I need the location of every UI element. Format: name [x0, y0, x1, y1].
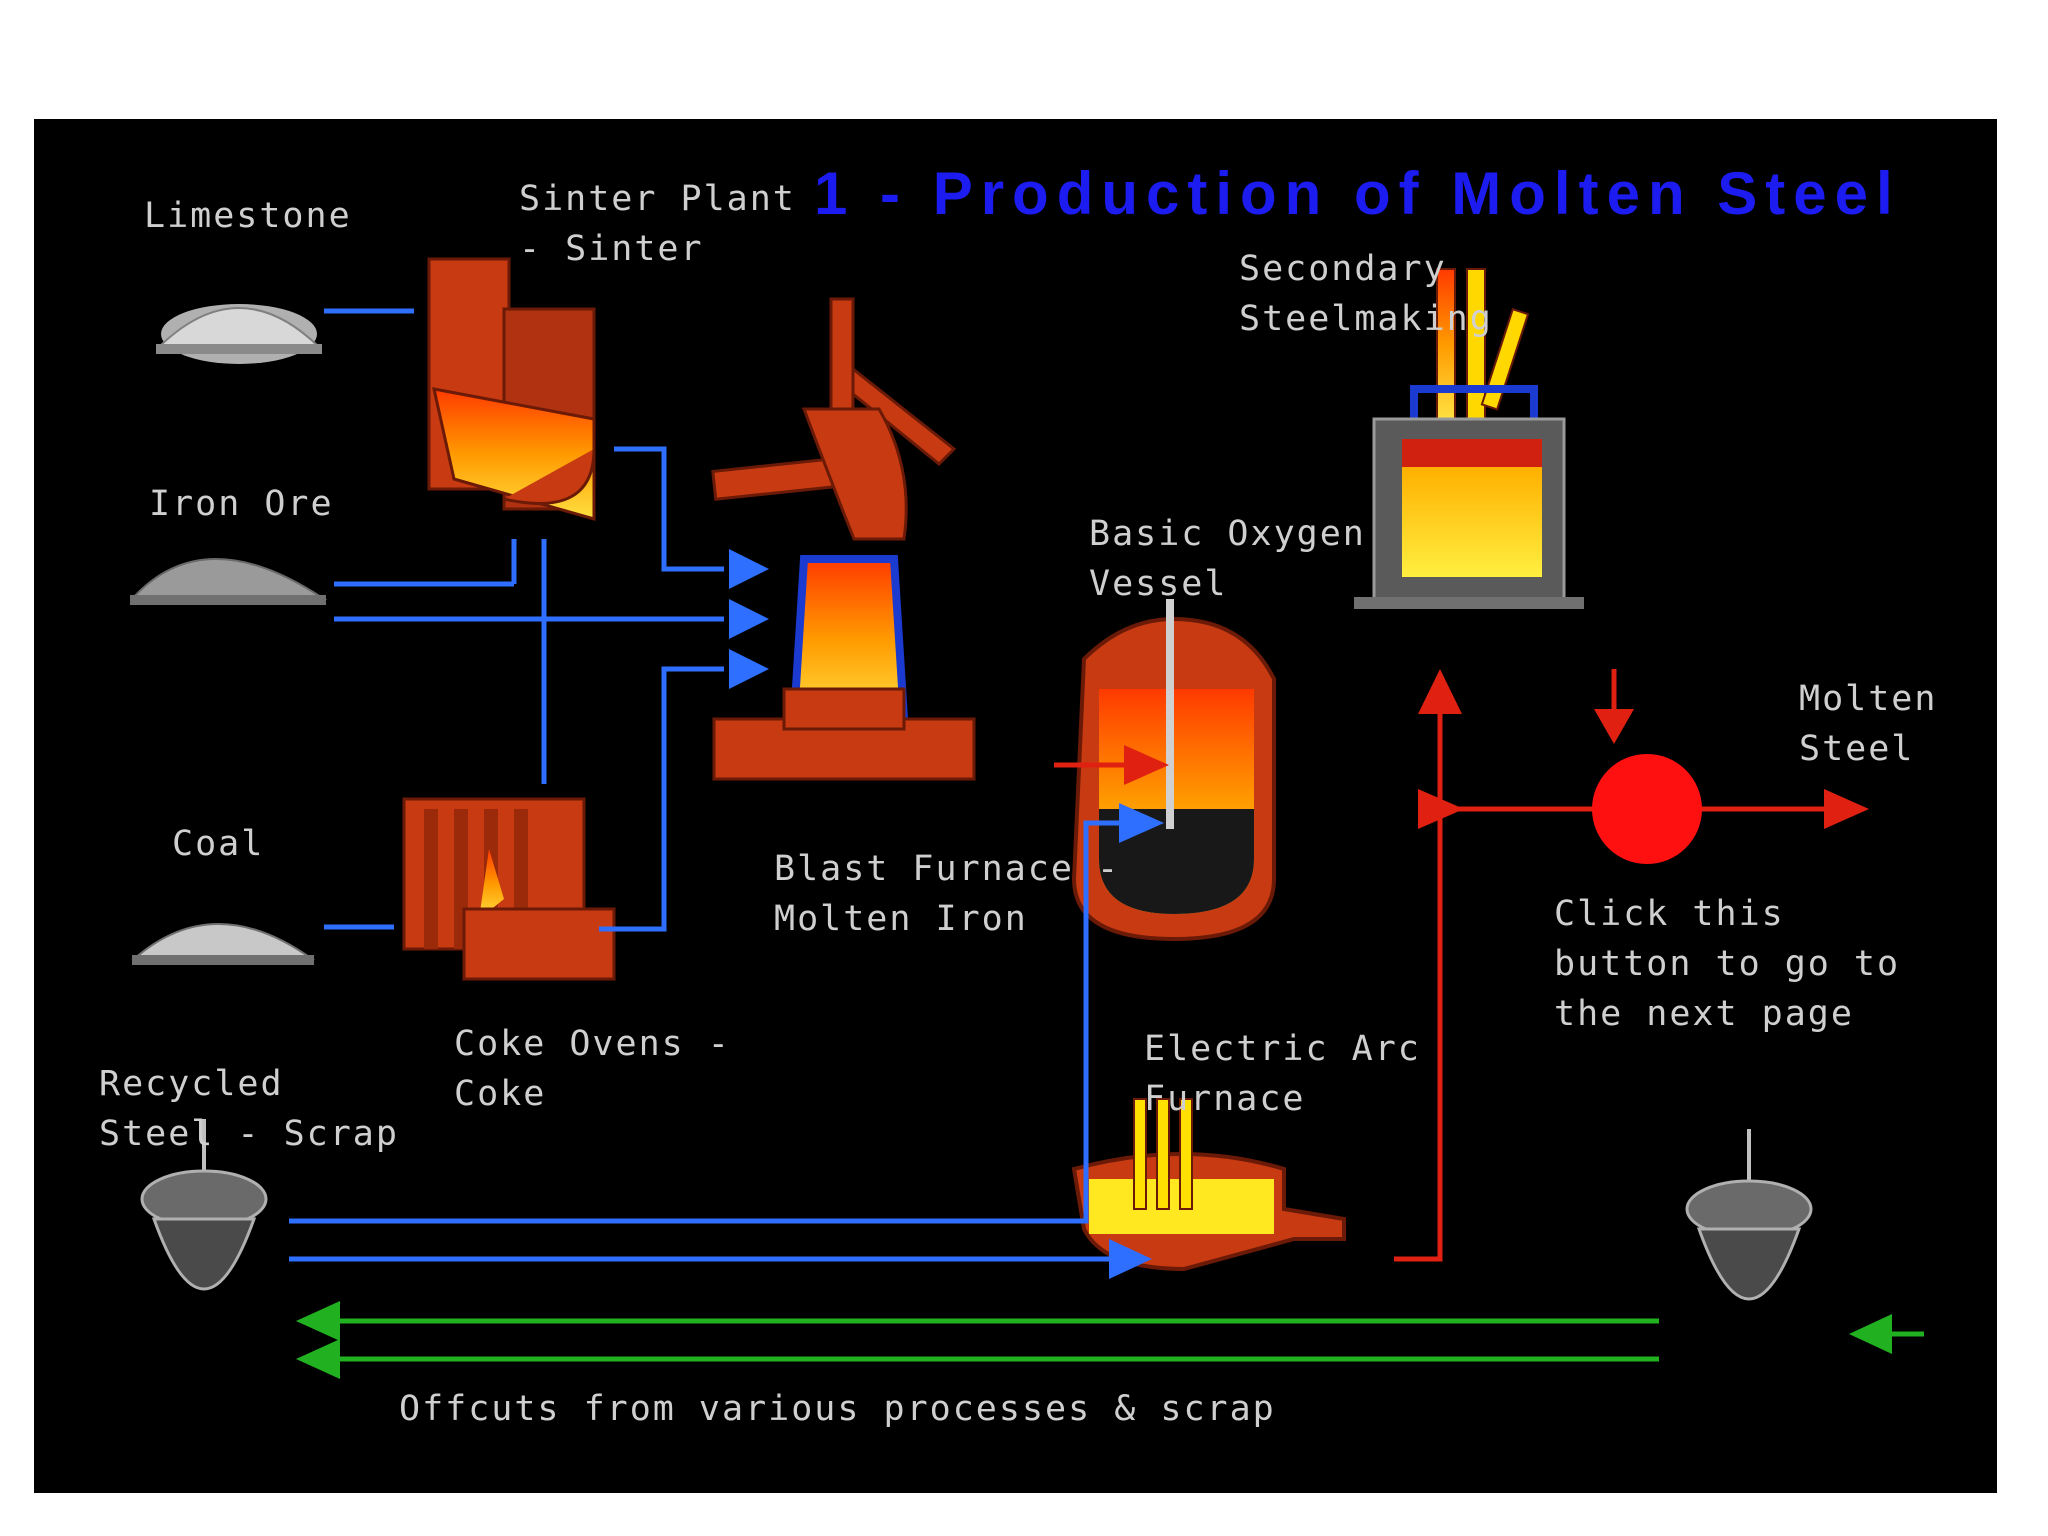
electric-arc-furnace-icon: [1071, 1098, 1346, 1272]
limestone-pile-icon: [156, 304, 322, 364]
coal-pile-icon: [131, 923, 316, 965]
next-page-button[interactable]: [1592, 754, 1702, 864]
molten-flow-arrowheads: [1124, 669, 1869, 829]
scrap-magnet-left-icon: [140, 1119, 268, 1291]
secondary-steelmaking-label-line1: Secondary: [1239, 249, 1447, 289]
blast-furnace-label-line2: Molten Iron: [774, 899, 1028, 939]
blast-furnace-icon: [711, 297, 976, 781]
coke-ovens-label-line1: Coke Ovens -: [454, 1024, 731, 1064]
secondary-steelmaking-label-line2: Steelmaking: [1239, 299, 1493, 339]
raw-material-flow-lines: [289, 308, 1144, 1262]
basic-oxygen-label-line1: Basic Oxygen: [1089, 514, 1366, 554]
electric-arc-label-line1: Electric Arc: [1144, 1029, 1421, 1069]
molten-steel-label-line1: Molten: [1799, 679, 1938, 719]
scrap-return-flow-arrowheads: [296, 1301, 1892, 1379]
basic-oxygen-label-line2: Vessel: [1089, 564, 1228, 604]
sinter-plant-icon: [427, 257, 596, 521]
next-page-hint-line2: button to go to: [1554, 944, 1901, 984]
molten-steel-label-line2: Steel: [1799, 729, 1915, 769]
offcuts-label: Offcuts from various processes & scrap: [399, 1389, 1276, 1429]
coal-label: Coal: [172, 824, 265, 864]
next-page-hint-line3: the next page: [1554, 994, 1854, 1034]
iron-ore-label: Iron Ore: [149, 484, 334, 524]
process-flow-graphics: [129, 257, 1924, 1379]
coke-ovens-icon: [402, 797, 616, 981]
scrap-return-flow-lines: [334, 1318, 1924, 1362]
raw-material-flow-arrowheads: [729, 549, 1164, 1279]
iron-ore-pile-icon: [129, 558, 328, 605]
sinter-plant-label-line1: Sinter Plant: [519, 179, 796, 219]
basic-oxygen-vessel-icon: [1071, 599, 1276, 942]
scrap-magnet-right-icon: [1685, 1129, 1813, 1301]
next-page-hint-line1: Click this: [1554, 894, 1785, 934]
recycled-scrap-label-line1: Recycled: [99, 1064, 284, 1104]
recycled-scrap-label-line2: Steel - Scrap: [99, 1114, 399, 1154]
diagram-canvas: 1 - Production of Molten Steel Limestone…: [34, 119, 1997, 1493]
sinter-plant-label-line2: - Sinter: [519, 229, 704, 269]
limestone-label: Limestone: [144, 196, 352, 236]
coke-ovens-label-line2: Coke: [454, 1074, 547, 1114]
secondary-steelmaking-icon: [1354, 268, 1584, 609]
blast-furnace-label-line1: Blast Furnace -: [774, 849, 1121, 889]
electric-arc-label-line2: Furnace: [1144, 1079, 1306, 1119]
diagram-title: 1 - Production of Molten Steel: [814, 160, 1901, 227]
